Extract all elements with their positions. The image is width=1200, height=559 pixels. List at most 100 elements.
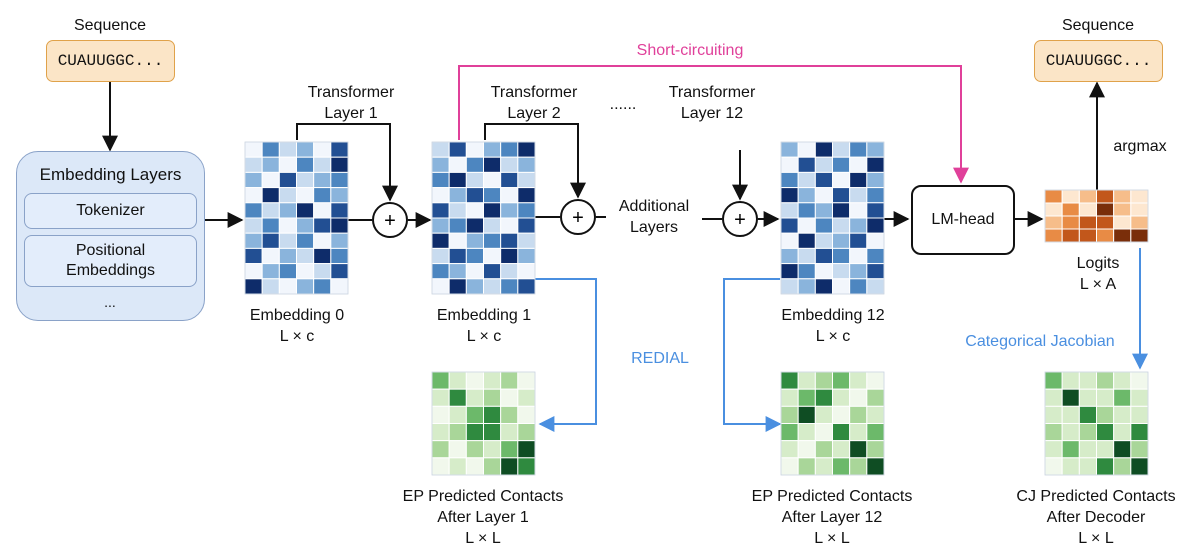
- embedding-12-matrix-cell: [866, 187, 885, 204]
- embedding-12-matrix-cell: [866, 217, 885, 234]
- contacts-layer12-line2: After Layer 12: [781, 509, 883, 526]
- contacts-cj-matrix-cell: [1061, 423, 1080, 442]
- embedding-12-matrix-cell: [780, 156, 799, 173]
- embedding-0-matrix-cell: [313, 263, 332, 280]
- embedding-1-matrix-cell: [448, 247, 467, 265]
- contacts-layer12-matrix: [780, 371, 885, 476]
- embedding-12-matrix-cell: [832, 202, 851, 219]
- logits-matrix-cell: [1096, 215, 1115, 230]
- contacts-cj-matrix-cell: [1113, 457, 1132, 476]
- embedding-1-matrix-cell: [483, 156, 502, 173]
- embedding-0-matrix-cell: [296, 187, 315, 204]
- embedding-1-matrix-cell: [448, 232, 467, 249]
- contacts-layer1-matrix-cell: [431, 371, 450, 390]
- contacts-layer1-matrix-cell: [483, 440, 502, 459]
- contacts-cj-matrix-cell: [1096, 457, 1115, 476]
- contacts-cj-matrix-border: [1044, 371, 1149, 476]
- contacts-layer12-matrix-cell: [832, 405, 851, 425]
- plus-symbol-3: +: [734, 209, 746, 231]
- contacts-cj-matrix-cell: [1044, 388, 1063, 407]
- embedding-1-matrix-cell: [465, 217, 485, 234]
- input-sequence-box: CUAUUGGC...: [46, 40, 175, 82]
- logits-matrix-cell: [1044, 189, 1063, 204]
- embedding-0-matrix-cell: [296, 247, 315, 265]
- embedding-1-matrix-cell: [517, 141, 536, 158]
- transformer-layer-1-label: Transformer Layer 1: [295, 82, 407, 124]
- short-circuit-label: Short-circuiting: [636, 42, 744, 59]
- embedding-1-matrix-cell: [465, 278, 485, 295]
- transformer-layer-12-line1: Transformer: [668, 84, 756, 101]
- contacts-layer12-dims: L × L: [814, 530, 850, 547]
- logits-matrix-cell: [1078, 215, 1098, 230]
- embedding-1-matrix: [431, 141, 536, 295]
- contacts-cj-matrix-cell: [1061, 457, 1080, 476]
- embedding-12-matrix-cell: [849, 217, 868, 234]
- contacts-layer1-matrix-cell: [431, 388, 450, 407]
- contacts-layer1-matrix: [431, 371, 536, 476]
- logits-matrix-cell: [1061, 215, 1080, 230]
- embedding-12-matrix-cell: [832, 217, 851, 234]
- contacts-layer12-matrix-cell: [849, 405, 868, 425]
- embedding-1-matrix-cell: [483, 247, 502, 265]
- embedding-12-dims: L × c: [815, 328, 851, 345]
- contacts-layer1-matrix-cell: [517, 388, 536, 407]
- embedding-1-matrix-cell: [431, 171, 450, 189]
- logits-matrix-cell: [1130, 189, 1149, 204]
- embedding-12-matrix-cell: [797, 202, 816, 219]
- embedding-1-matrix-cell: [500, 232, 519, 249]
- contacts-layer1-matrix-cell: [483, 457, 502, 476]
- embedding-12-matrix-cell: [814, 202, 833, 219]
- embedding-0-matrix-cell: [278, 263, 298, 280]
- embedding-1-matrix-cell: [431, 232, 450, 249]
- embedding-0-matrix-cell: [330, 263, 349, 280]
- embedding-1-matrix-cell: [465, 156, 485, 173]
- embedding-0-matrix-cell: [296, 217, 315, 234]
- plus-node-3: [722, 201, 758, 237]
- contacts-layer12-matrix-cell: [814, 457, 833, 476]
- embedding-0-matrix-cell: [330, 232, 349, 249]
- contacts-cj-matrix-cell: [1078, 457, 1098, 476]
- embedding-1-matrix-cell: [517, 202, 536, 219]
- embedding-1-matrix-cell: [431, 263, 450, 280]
- positional-embeddings-box: Positional Embeddings: [24, 235, 197, 287]
- embedding-12-matrix-cell: [866, 141, 885, 158]
- contacts-cj-matrix-cell: [1130, 371, 1149, 390]
- embedding-0-matrix-cell: [278, 217, 298, 234]
- embedding-1-matrix-cell: [483, 263, 502, 280]
- embedding-0-matrix-cell: [261, 278, 280, 295]
- embedding-1-matrix-cell: [500, 217, 519, 234]
- logits-matrix-cell: [1113, 215, 1132, 230]
- contacts-layer1-dims: L × L: [465, 530, 501, 547]
- categorical-jacobian-label: Categorical Jacobian: [965, 333, 1115, 350]
- embedding-12-matrix-cell: [780, 171, 799, 189]
- transformer-layer-1-line1: Transformer: [307, 84, 395, 101]
- embedding-0-matrix-border: [244, 141, 349, 295]
- embedding-0-matrix-cell: [278, 187, 298, 204]
- contacts-layer12-caption: EP Predicted Contacts After Layer 12 L ×…: [732, 486, 932, 549]
- embedding-1-matrix-cell: [465, 263, 485, 280]
- contacts-layer12-matrix-cell: [780, 440, 799, 459]
- logits-matrix-cell: [1078, 228, 1098, 243]
- argmax-label: argmax: [1113, 138, 1167, 155]
- embedding-12-matrix-cell: [797, 217, 816, 234]
- contacts-layer1-matrix-cell: [483, 405, 502, 425]
- embedding-12-matrix-cell: [814, 156, 833, 173]
- contacts-layer1-matrix-cell: [448, 457, 467, 476]
- input-sequence-title: Sequence: [73, 17, 147, 34]
- embedding-12-matrix-cell: [849, 232, 868, 249]
- embedding-12-matrix-cell: [797, 278, 816, 295]
- embedding-12-matrix-cell: [814, 141, 833, 158]
- contacts-cj-dims: L × L: [1078, 530, 1114, 547]
- contacts-layer1-matrix-cell: [465, 457, 485, 476]
- embedding-12-matrix-cell: [814, 263, 833, 280]
- embedding-1-matrix-cell: [431, 217, 450, 234]
- embedding-12-matrix-cell: [832, 232, 851, 249]
- logits-matrix-cell: [1044, 215, 1063, 230]
- contacts-layer1-line1: EP Predicted Contacts: [402, 488, 564, 505]
- contacts-layer12-matrix-cell: [814, 388, 833, 407]
- contacts-layer12-matrix-cell: [797, 405, 816, 425]
- embedding-0-matrix-cell: [313, 247, 332, 265]
- contacts-layer1-matrix-cell: [500, 388, 519, 407]
- embedding-12-matrix-cell: [797, 263, 816, 280]
- plus-symbol-1: +: [384, 210, 396, 232]
